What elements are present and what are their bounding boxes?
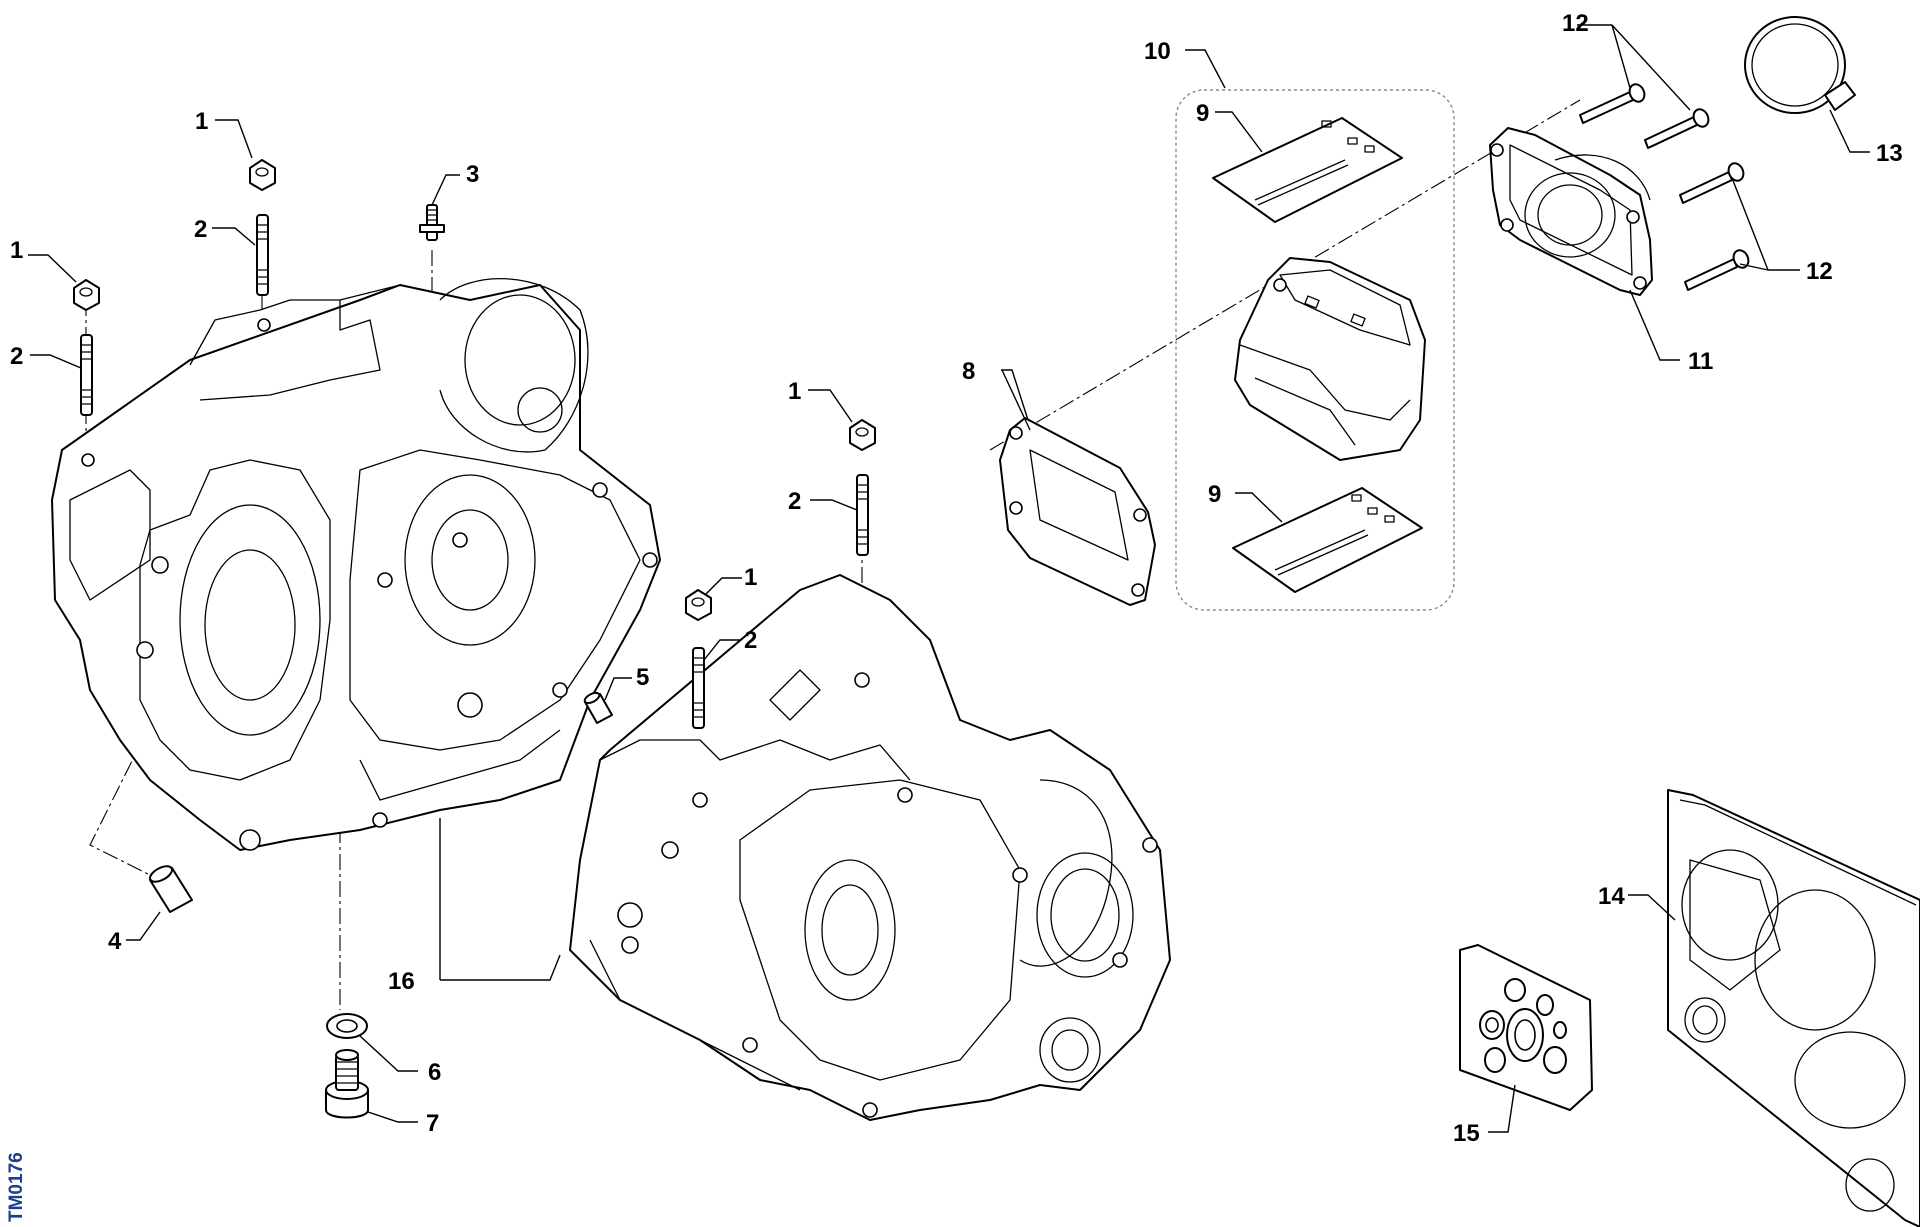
nut-1-mid [849,419,876,451]
nut-1-left [73,279,100,311]
callout-3: 3 [466,161,479,188]
stud-2-left [80,334,93,416]
screw-12-c [1679,162,1745,204]
left-crankcase-half [51,277,661,851]
reed-valve-gasket-8 [999,417,1156,606]
callout-labels: 1 1 1 1 2 2 2 2 3 4 5 6 7 8 9 9 10 11 12… [10,10,1903,1147]
callout-16: 16 [388,968,415,995]
drawing-code: TM0176 [6,1152,27,1222]
callout-2: 2 [10,343,23,370]
callout-14: 14 [1598,883,1625,910]
hose-clamp-13 [1744,16,1856,114]
stud-2-top [256,214,269,296]
reed-petal-9-bottom [1232,487,1423,593]
stud-2-mid [856,474,869,556]
reed-petal-9-top [1212,117,1403,223]
sealing-washer-6 [326,1013,368,1039]
screw-12-a [1579,83,1646,124]
callout-9: 9 [1208,481,1221,508]
nut-1-top [249,159,276,191]
callout-2: 2 [744,627,757,654]
dowel-pin-5 [583,691,613,724]
callout-4: 4 [108,928,122,955]
reed-valve-block [1234,257,1426,461]
intake-manifold-11 [1489,127,1653,296]
callout-2: 2 [194,216,207,243]
callout-9: 9 [1196,100,1209,127]
seal-kit-15 [1459,944,1593,1111]
leader-lines [28,24,1870,1133]
right-crankcase-half [569,574,1171,1121]
gasket-set-14 [1667,789,1920,1227]
callout-1: 1 [788,378,801,405]
callout-1: 1 [744,564,757,591]
screw-12-b [1644,108,1710,149]
nut-1-lower [685,589,712,621]
callout-15: 15 [1453,1120,1480,1147]
callout-13: 13 [1876,140,1903,167]
stud-2-lower [692,647,705,729]
callout-7: 7 [426,1110,439,1137]
callout-6: 6 [428,1059,441,1086]
dowel-sleeve-4 [149,865,193,913]
callout-12: 12 [1806,258,1833,285]
callout-11: 11 [1688,348,1713,375]
callout-1: 1 [195,108,208,135]
callout-1: 1 [10,237,23,264]
callout-8: 8 [962,358,975,385]
drain-plug-7 [325,1049,369,1119]
screw-3 [419,204,445,241]
reed-valve-group-box [1175,89,1455,611]
callout-10: 10 [1144,38,1171,65]
callout-2: 2 [788,488,801,515]
callout-12: 12 [1562,10,1589,37]
callout-5: 5 [636,664,649,691]
screw-12-d [1684,249,1750,291]
